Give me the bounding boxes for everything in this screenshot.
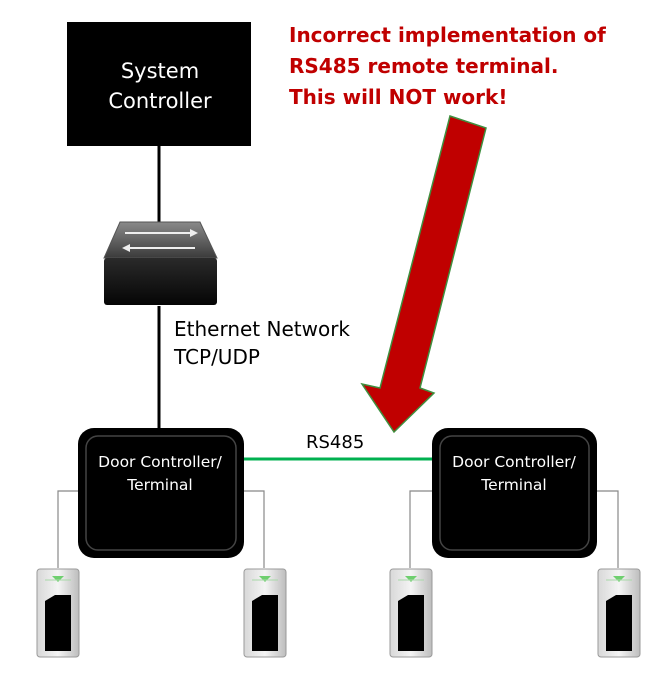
door-controller-right-label-line2: Terminal (480, 476, 547, 494)
warning-line3: This will NOT work! (289, 85, 507, 109)
reader-wire-2 (244, 490, 265, 568)
network-label-line1: Ethernet Network (174, 317, 350, 341)
reader-wire-1 (57, 490, 78, 568)
system-controller-label-line2: Controller (108, 89, 212, 113)
door-controller-left-label-line1: Door Controller/ (98, 453, 222, 471)
warning-line1: Incorrect implementation of (289, 23, 606, 47)
door-controller-right: Door Controller/ Terminal (432, 428, 597, 558)
door-controller-right-label-line1: Door Controller/ (452, 453, 576, 471)
system-controller: System Controller (67, 22, 251, 146)
reader-wire-3 (409, 490, 432, 568)
card-reader-icon (243, 568, 287, 658)
door-controller-left-label-line2: Terminal (126, 476, 193, 494)
card-reader-icon (597, 568, 641, 658)
system-controller-label-line1: System (121, 59, 199, 83)
warning-arrow-icon (360, 115, 487, 434)
rs485-label: RS485 (306, 432, 364, 453)
card-reader-icon (389, 568, 433, 658)
warning-line2: RS485 remote terminal. (289, 54, 558, 78)
network-switch-icon (103, 221, 218, 305)
network-label-line2: TCP/UDP (173, 345, 260, 369)
card-reader-icon (36, 568, 80, 658)
reader-wire-4 (597, 490, 619, 568)
door-controller-left: Door Controller/ Terminal (78, 428, 244, 558)
